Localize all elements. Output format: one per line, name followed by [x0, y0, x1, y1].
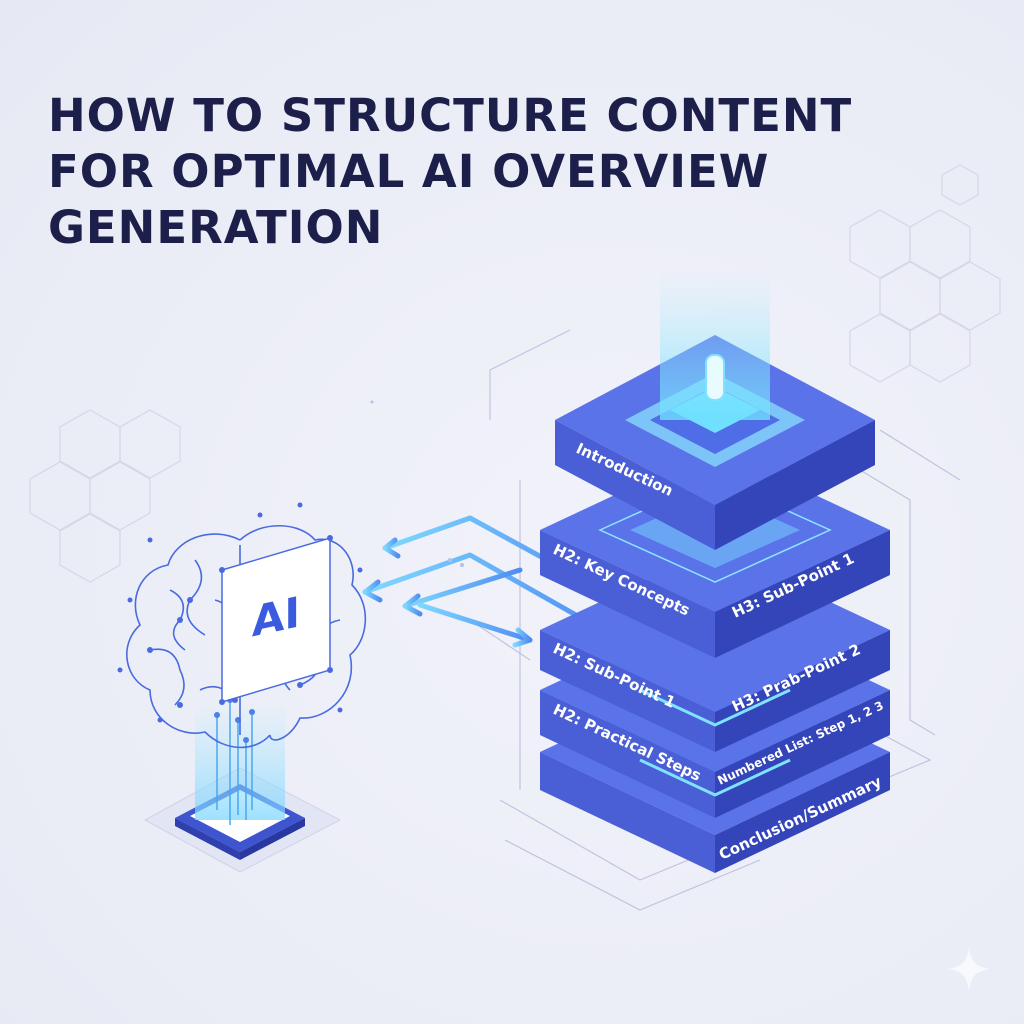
decorative-dots [370, 400, 464, 567]
ai-chip-icon: AI [219, 535, 333, 705]
ai-chip-label: AI [252, 589, 300, 648]
stack-layer-introduction[interactable] [555, 270, 875, 550]
title-line-1: HOW TO STRUCTURE CONTENT [48, 89, 853, 142]
base-platform-icon [143, 697, 342, 873]
title-line-2: FOR OPTIMAL AI OVERVIEW [48, 145, 770, 198]
content-stack: Introduction H2: Key Concepts H3: Sub-Po… [540, 270, 890, 873]
title-line-3: GENERATION [48, 201, 384, 254]
hexagon-grid-icon [29, 164, 1001, 583]
sparkle-icon [947, 947, 991, 991]
page-title: HOW TO STRUCTURE CONTENT FOR OPTIMAL AI … [48, 88, 928, 256]
